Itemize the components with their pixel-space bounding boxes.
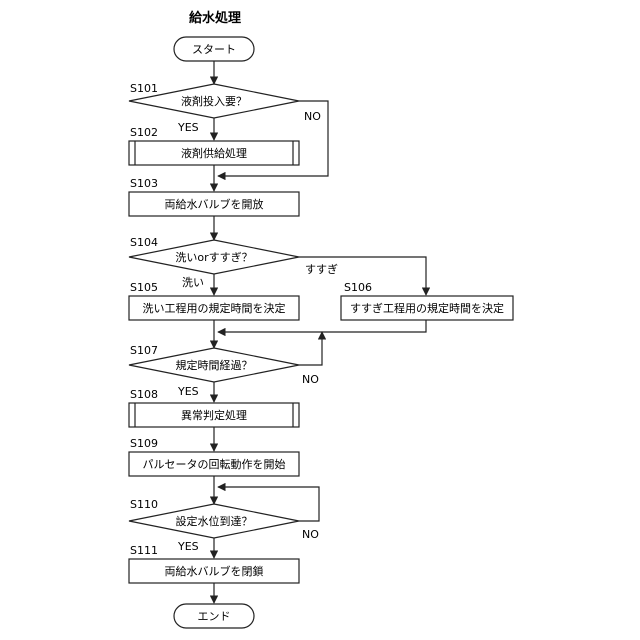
s101-no-label: NO — [304, 110, 321, 123]
s107-no-label: NO — [302, 373, 319, 386]
step-id-s111: S111 — [130, 544, 158, 557]
step-id-s109: S109 — [130, 437, 158, 450]
step-id-s104: S104 — [130, 236, 158, 249]
step-id-s110: S110 — [130, 498, 158, 511]
edge-s106-merge — [218, 320, 426, 332]
step-id-s103: S103 — [130, 177, 158, 190]
process-s111-label: 両給水バルブを閉鎖 — [165, 564, 264, 578]
decision-s101-label: 液剤投入要？ — [181, 94, 247, 108]
decision-s110-label: 設定水位到達？ — [176, 514, 253, 528]
decision-s107-label: 規定時間経過？ — [176, 358, 253, 372]
process-s109: パルセータの回転動作を開始 — [129, 452, 299, 476]
s110-yes-label: YES — [177, 540, 199, 553]
process-s108-label: 異常判定処理 — [181, 408, 247, 422]
step-id-s101: S101 — [130, 82, 158, 95]
s110-no-label: NO — [302, 528, 319, 541]
step-id-s107: S107 — [130, 344, 158, 357]
step-id-s108: S108 — [130, 388, 158, 401]
process-s103-label: 両給水バルブを開放 — [165, 197, 264, 211]
end-node: エンド — [174, 604, 254, 628]
process-s106-label: すすぎ工程用の規定時間を決定 — [350, 301, 504, 315]
start-node: スタート — [174, 37, 254, 61]
s101-yes-label: YES — [177, 121, 199, 134]
chart-title: 給水処理 — [189, 10, 241, 26]
s107-yes-label: YES — [177, 385, 199, 398]
s104-wash-label: 洗い — [182, 276, 204, 289]
process-s102-label: 液剤供給処理 — [181, 146, 247, 160]
decision-s104-label: 洗いorすすぎ？ — [175, 250, 252, 264]
edge-s107-no-loop — [299, 332, 322, 365]
end-label: エンド — [198, 610, 231, 623]
step-id-s102: S102 — [130, 126, 158, 139]
step-id-s106: S106 — [344, 281, 372, 294]
process-s103: 両給水バルブを開放 — [129, 192, 299, 216]
process-s105: 洗い工程用の規定時間を決定 — [129, 296, 299, 320]
start-label: スタート — [192, 43, 236, 56]
step-id-s105: S105 — [130, 281, 158, 294]
process-s106: すすぎ工程用の規定時間を決定 — [341, 296, 513, 320]
process-s109-label: パルセータの回転動作を開始 — [143, 457, 286, 471]
process-s105-label: 洗い工程用の規定時間を決定 — [143, 301, 286, 315]
process-s108: 異常判定処理 — [129, 403, 299, 427]
process-s111: 両給水バルブを閉鎖 — [129, 559, 299, 583]
process-s102: 液剤供給処理 — [129, 141, 299, 165]
s104-rinse-label: すすぎ — [305, 262, 338, 276]
